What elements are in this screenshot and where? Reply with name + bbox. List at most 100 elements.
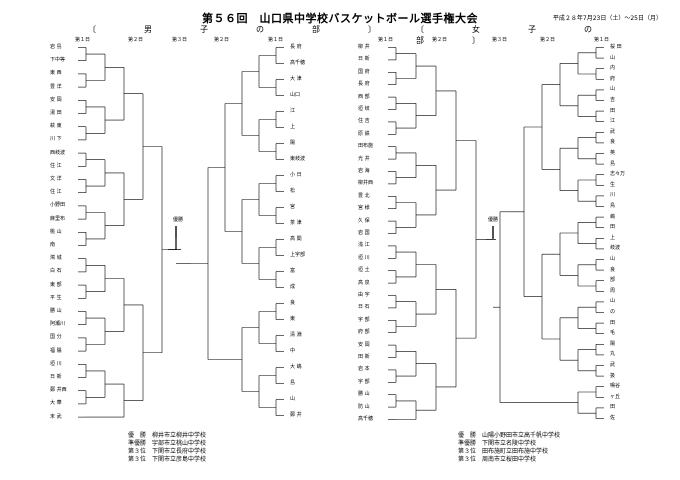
team-entry: 田 [610, 319, 616, 326]
team-entry: 鄭 井 [290, 412, 302, 418]
team-entry: 西岐波 [50, 149, 66, 156]
team-entry: 田 [610, 107, 616, 114]
result-row: 準優勝 下関市立名陵中学校 [458, 440, 560, 448]
team-entry: 岐波 [610, 245, 621, 252]
team-entry: 文 洋 [50, 176, 62, 182]
school: 下関市立彦島中学校 [152, 456, 207, 463]
team-entry: 日 石 [358, 304, 370, 311]
rank: 優 勝 [128, 432, 147, 439]
team-entry: 垣 土 [358, 267, 370, 274]
rank: 準優勝 [128, 440, 147, 447]
team-entry: 茶 津 [290, 220, 302, 226]
team-entry: 府 [610, 75, 616, 82]
round-label: 第２日 [432, 37, 448, 43]
team-entry: 岩 本 [358, 366, 370, 373]
team-entry: 上 [610, 234, 616, 241]
team-entry: 西 部 [358, 93, 370, 100]
result-row: 優 勝 柳井市立柳井中学校 [128, 432, 206, 440]
team-entry: 江 [610, 118, 616, 125]
team-entry: 日 新 [50, 374, 62, 380]
team-entry: 嶋 [610, 213, 616, 220]
team-entry: 高千穂 [358, 416, 374, 422]
team-entry: 内 [610, 65, 616, 72]
team-entry: 山口 [290, 92, 301, 98]
team-entry: 国 府 [358, 68, 370, 75]
team-entry: 武 [610, 128, 616, 135]
team-entry: 萩 東 [50, 123, 62, 130]
team-entry: 田 新 [358, 354, 370, 360]
team-entry: 防 山 [358, 403, 370, 410]
team-entry: 鳥 [610, 203, 616, 209]
round-label: 第２日 [128, 37, 144, 43]
round-label: 第２日 [540, 37, 556, 43]
team-entry: 末 武 [50, 413, 62, 420]
round-label: 第１日 [268, 37, 284, 43]
team-entry: 周 [610, 287, 616, 294]
team-entry: 光 井 [358, 155, 370, 162]
team-entry: 中 [290, 348, 296, 354]
rank: 優 勝 [458, 432, 477, 439]
team-entry: 柳井西 [358, 180, 374, 187]
team-entry: 岩 国 [358, 230, 370, 236]
round-label: 第１日 [75, 37, 91, 43]
team-entry: 久 保 [358, 217, 370, 224]
rank: 第３位 [458, 456, 477, 463]
team-entry: 富 [290, 268, 296, 274]
team-entry: 桃 山 [50, 228, 62, 235]
team-entry: 江 [290, 108, 296, 114]
team-entry: 島 [290, 380, 296, 386]
team-entry: 良 [290, 300, 296, 306]
boys-heading: 〔 男 子 の 部 〕 [88, 25, 396, 34]
team-entry: 英 [610, 150, 616, 156]
team-entry: 浅 江 [358, 242, 370, 249]
round-label: 第１日 [594, 37, 610, 43]
result-row: 第３位 下関市立長府中学校 [128, 448, 206, 456]
team-entry: 平 生 [50, 294, 62, 301]
girls-champion-label: 優勝 [488, 217, 499, 223]
school: 下関市立名陵中学校 [482, 440, 537, 447]
team-entry: 岩 海 [358, 168, 370, 174]
team-entry: 東 西 [50, 70, 62, 77]
team-entry: 小 日 [290, 172, 302, 178]
team-entry: 鴻 城 [50, 255, 62, 262]
team-entry: 安 岡 [50, 96, 62, 103]
team-entry: 長 府 [290, 44, 302, 50]
page-title: 第５６回 山口県中学校バスケットボール選手権大会 [202, 12, 478, 25]
team-entry: 鄭 井西 [50, 387, 67, 394]
team-entry: 勝 山 [358, 391, 370, 398]
team-entry: 東 部 [50, 281, 62, 288]
team-entry: 豊 北 [358, 192, 370, 199]
team-entry: 部 [610, 277, 616, 284]
round-label: 第２日 [214, 37, 230, 43]
school: 下関市立長府中学校 [152, 448, 207, 455]
school: 山陽小野田市立高千帆中学校 [482, 432, 561, 439]
team-entry: 国 分 [50, 334, 62, 341]
result-row: 第３位 周南市立桜田中学校 [458, 456, 560, 464]
team-entry: 良 [610, 266, 616, 273]
team-entry: 岩 島 [50, 44, 62, 50]
rank: 第３位 [128, 448, 147, 455]
date-range: 平成２８年7月23日（土）～25日（月） [552, 15, 662, 22]
team-entry: 田 [610, 404, 616, 411]
team-entry: 桜 田 [610, 44, 622, 50]
rank: 第３位 [128, 456, 147, 463]
team-entry: 松 [290, 188, 296, 194]
team-entry: 川 下 [50, 136, 62, 143]
boys-results: 優 勝 柳井市立柳井中学校 準優勝 宇部市立桃山中学校 第３位 下関市立長府中学… [128, 432, 206, 464]
team-entry: 宇 部 [358, 316, 370, 323]
round-label: 第３日 [492, 37, 508, 43]
team-entry: 垣 川 [50, 360, 62, 367]
team-entry: 川 [610, 192, 616, 199]
girls-results: 優 勝 山陽小野田市立高千帆中学校 準優勝 下関市立名陵中学校 第３位 田布施町… [458, 432, 560, 464]
team-entry: 田 [610, 224, 616, 231]
school: 田布施町立田布施中学校 [482, 448, 549, 455]
team-entry: 東岐波 [290, 156, 306, 162]
team-entry: 鳴谷 [610, 383, 621, 390]
team-entry: 宇 部 [358, 378, 370, 385]
team-entry: 住 吉 [358, 118, 370, 125]
team-entry: 府 部 [358, 329, 370, 336]
team-entry: 上 [290, 124, 296, 130]
team-entry: 湯 田 [50, 110, 62, 116]
team-entry: 生 [610, 181, 616, 188]
